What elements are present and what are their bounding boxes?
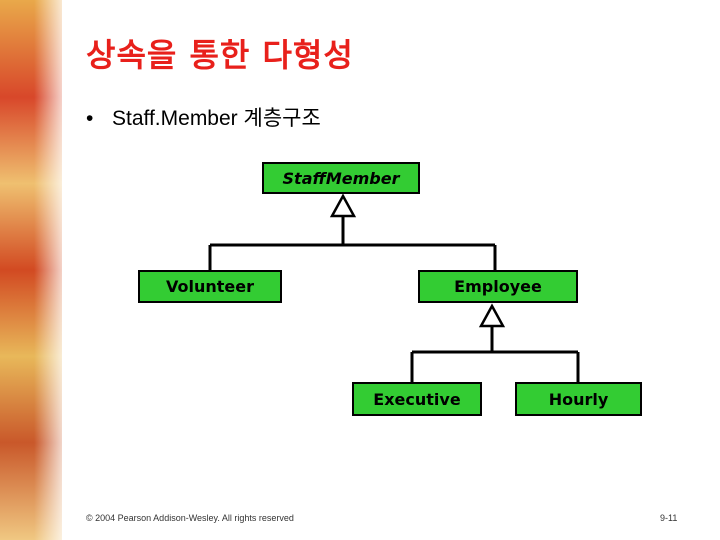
- node-hourly: Hourly: [515, 382, 642, 416]
- node-employee: Employee: [418, 270, 578, 303]
- page-number: 9-11: [660, 513, 678, 523]
- bullet-marker: •: [86, 107, 94, 130]
- slide-title: 상속을 통한 다형성: [86, 36, 354, 74]
- autumn-leaves-image: [0, 0, 62, 540]
- node-executive: Executive: [352, 382, 482, 416]
- bullet-text: Staff.Member 계층구조: [112, 107, 321, 130]
- inheritance-arrow-icon: [329, 193, 357, 218]
- node-volunteer: Volunteer: [138, 270, 282, 303]
- node-staffmember: StaffMember: [262, 162, 420, 194]
- bullet-item: • Staff.Member 계층구조: [86, 102, 321, 132]
- copyright-notice: © 2004 Pearson Addison-Wesley. All right…: [86, 513, 294, 523]
- inheritance-arrow-icon: [478, 303, 506, 328]
